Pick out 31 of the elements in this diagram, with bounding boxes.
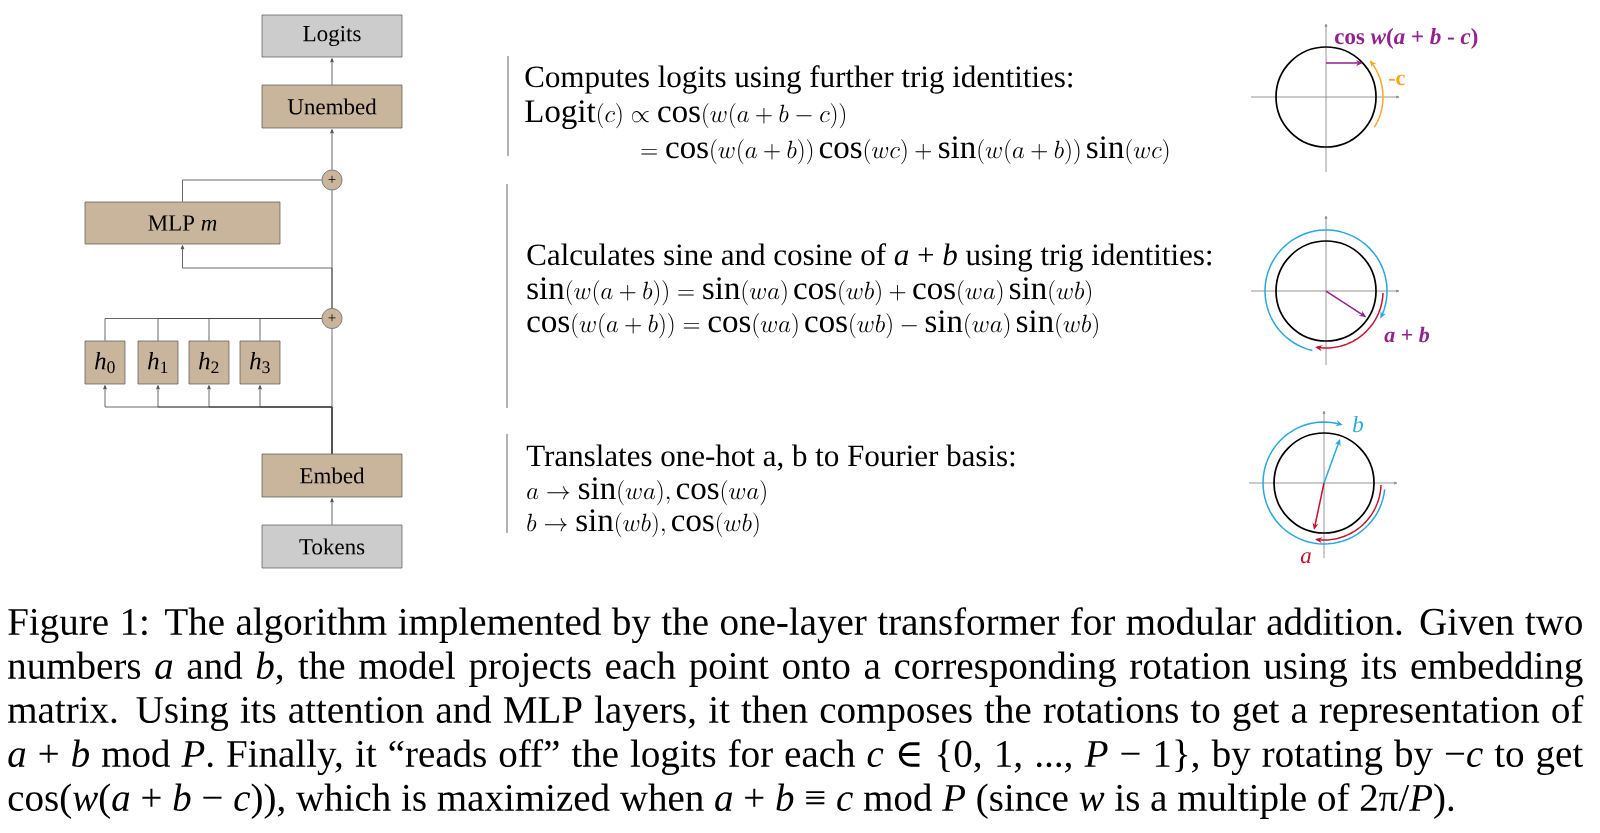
formula: $a \to \sin(wa), \cos(wa)$ [527,477,766,506]
angle-label: cos w(a + b - c) [1335,28,1478,49]
description-text: Calculates sine and cosine of a + b using trig identities: [527,243,1211,272]
output-box: Logits [261,14,403,58]
head-box: h$_{3}$ [239,340,281,385]
head-box: h$_{0}$ [84,340,126,385]
layer-box: Unembed [261,84,403,129]
angle-label: a + b [1384,326,1430,343]
angle-label: a [1300,552,1311,564]
description-text: Computes logits using further trig identities: [525,65,1072,94]
description-text: Translates one-hot a, b to Fourier basis: [526,444,1015,471]
formula: $= \cos(w(a+b))\cos(wc) + \sin(w(a+b))\sin(wc)$ [641,136,1169,165]
arrow [180,245,333,309]
angle-label: -c [1389,74,1405,86]
arrow [330,58,334,86]
head-box: h$_{2}$ [188,340,230,385]
formula: $b \to \sin(wb), \cos(wb)$ [527,509,759,538]
formula: $\mathrm{Logit}(c) \propto \cos(w(a+b-c))$ [525,100,846,130]
head-box: h$_{1}$ [137,340,179,385]
layer-box: MLP m [84,201,281,245]
input-box: Tokens [261,524,403,569]
angle-label: b [1353,416,1363,433]
layer-box: Embed [261,453,403,498]
arrow [258,385,333,455]
arrow [330,129,334,171]
caption: Figure 1: The algorithm implemented by the one-layer transformer for modular addition. Given two numbers a and b, the model projects each point onto a corresponding rotation using its embedding matrix. Using its attention and MLP layers, it then composes the rotations to get a representation of a + b mod P. Finally, it “reads off” the logits for each c ∈ {0, 1, ..., P − 1}, by rotating by −c to get cos(w(a + b − c)), which is maximized when a + b ≡ c mod P (since w is a multiple of 2π/P). [8,607,1584,819]
formula: $\sin(w(a+b)) = \sin(wa)\cos(wb) + \cos(wa)\sin(wb)$ [527,277,1091,306]
formula: $\cos(w(a+b)) = \cos(wa)\cos(wb) - \sin(wa)\sin(wb)$ [527,310,1098,339]
arrow [330,498,334,526]
connector-line [259,318,323,342]
connector-line [182,179,323,203]
